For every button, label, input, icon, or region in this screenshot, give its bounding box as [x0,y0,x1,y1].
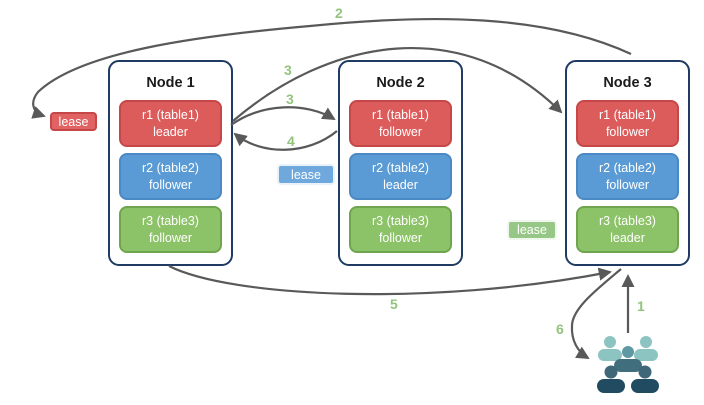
node2-replica-r1: r1 (table1) follower [349,100,452,147]
node2-replica-r3: r3 (table3) follower [349,206,452,253]
arrow-step-3-node1-to-node2 [230,106,336,126]
replica-range-label: r2 (table2) [599,161,656,176]
replica-role-label: leader [153,124,188,139]
step-label-2: 2 [335,5,343,21]
arrow-step-4-node2-to-node1 [233,130,338,151]
node1-replica-r3: r3 (table3) follower [119,206,222,253]
lease-badge-red: lease [50,112,97,131]
node-1-title: Node 1 [146,75,195,91]
node-1: Node 1 r1 (table1) leader r2 (table2) fo… [108,60,233,266]
replica-range-label: r3 (table3) [372,214,429,229]
lease-badge-blue: lease [277,164,335,185]
node-3-title: Node 3 [603,75,652,91]
node2-replica-r2: r2 (table2) leader [349,153,452,200]
users-group-icon [597,336,659,393]
replica-range-label: r2 (table2) [372,161,429,176]
step-label-6: 6 [556,321,564,337]
node1-replica-r2: r2 (table2) follower [119,153,222,200]
node-3: Node 3 r1 (table1) follower r2 (table2) … [565,60,690,266]
replica-range-label: r2 (table2) [142,161,199,176]
step-label-5: 5 [390,296,398,312]
node-2: Node 2 r1 (table1) follower r2 (table2) … [338,60,463,266]
step-label-4: 4 [287,133,295,149]
replica-role-label: follower [378,124,423,139]
replica-range-label: r3 (table3) [599,214,656,229]
replica-role-label: follower [378,230,423,245]
node1-replica-r1: r1 (table1) leader [119,100,222,147]
replica-role-label: follower [605,124,650,139]
replica-role-label: leader [383,177,418,192]
node3-replica-r3: r3 (table3) leader [576,206,679,253]
replica-range-label: r3 (table3) [142,214,199,229]
node3-replica-r1: r1 (table1) follower [576,100,679,147]
replica-range-label: r1 (table1) [599,108,656,123]
lease-badge-green: lease [507,220,557,240]
step-label-1: 1 [637,298,645,314]
replica-range-label: r1 (table1) [372,108,429,123]
replica-role-label: follower [605,177,650,192]
arrow-step-5-node1-to-node3 [168,265,612,296]
node-2-title: Node 2 [376,75,425,91]
replica-role-label: follower [148,230,193,245]
replica-role-label: follower [148,177,193,192]
step-label-3b: 3 [286,91,294,107]
replica-range-label: r1 (table1) [142,108,199,123]
step-label-3a: 3 [284,62,292,78]
replica-role-label: leader [610,230,645,245]
node3-replica-r2: r2 (table2) follower [576,153,679,200]
